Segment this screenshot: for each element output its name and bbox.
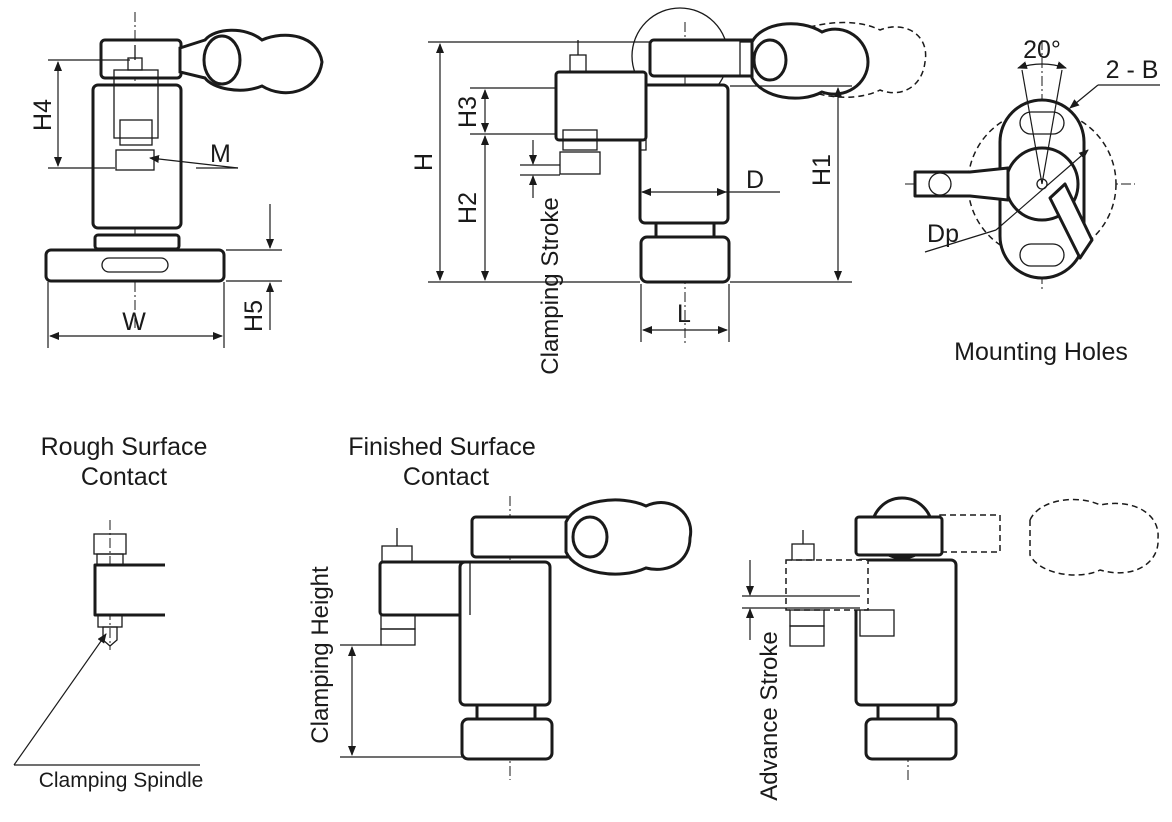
mounting-holes-view (905, 40, 1160, 290)
label-h5: H5 (240, 300, 268, 332)
label-clamping-height: Clamping Height (307, 566, 334, 744)
title-finished-line2: Contact (403, 463, 489, 491)
label-h1: H1 (808, 154, 836, 186)
label-h4: H4 (29, 99, 57, 131)
label-2b: 2 - B (1106, 56, 1159, 84)
label-l: L (677, 300, 691, 328)
finished-surface-clamp (340, 496, 693, 780)
label-h2: H2 (454, 192, 482, 224)
label-angle: 20° (1023, 36, 1061, 64)
label-d: D (746, 166, 764, 194)
title-rough-line1: Rough Surface (41, 433, 208, 461)
advance-stroke-view (742, 496, 1159, 780)
title-finished-line1: Finished Surface (348, 433, 536, 461)
label-h3: H3 (454, 96, 482, 128)
label-w: W (122, 308, 146, 336)
title-rough-line2: Contact (81, 463, 167, 491)
label-advance-stroke: Advance Stroke (756, 631, 783, 800)
rough-surface-detail (13, 520, 200, 766)
label-mounting-holes: Mounting Holes (954, 338, 1128, 366)
label-m: M (210, 140, 231, 168)
label-dp: Dp (927, 220, 959, 248)
label-clamping-spindle: Clamping Spindle (39, 769, 204, 792)
label-h: H (410, 153, 438, 171)
side-view (44, 12, 324, 348)
front-view (428, 7, 927, 345)
label-clamping-stroke: Clamping Stroke (537, 197, 564, 374)
